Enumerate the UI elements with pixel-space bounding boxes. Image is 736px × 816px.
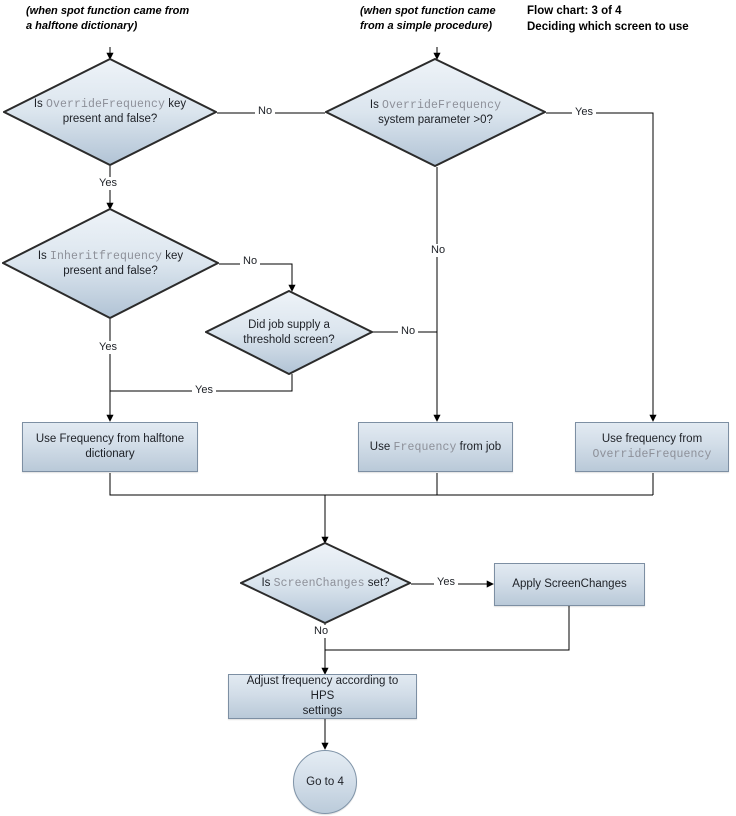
caption-left: (when spot function came from a halftone… bbox=[26, 5, 190, 32]
label-prefix: Use bbox=[369, 440, 394, 453]
label-code: OverrideFrequency bbox=[592, 448, 712, 461]
decision-override-frequency-key[interactable]: Is OverrideFrequency key present and fal… bbox=[3, 58, 217, 166]
edge-label-d1-no: No bbox=[255, 105, 276, 118]
label-suffix: set? bbox=[364, 576, 390, 589]
label-suffix: key bbox=[165, 98, 187, 110]
decision-label: Is Inheritfrequency key present and fals… bbox=[2, 249, 219, 279]
label-line1: Adjust frequency according to HPS bbox=[246, 675, 399, 702]
label-code: OverrideFrequency bbox=[46, 98, 166, 111]
terminator-label: Go to 4 bbox=[306, 776, 344, 788]
diamond-shape bbox=[240, 542, 411, 624]
page-title-line2: Deciding which screen to use bbox=[527, 21, 689, 33]
decision-label: Is OverrideFrequency key present and fal… bbox=[3, 97, 217, 127]
process-label: Adjust frequency according to HPS settin… bbox=[229, 674, 416, 719]
decision-inherit-frequency-key[interactable]: Is Inheritfrequency key present and fals… bbox=[2, 208, 219, 319]
label-prefix: Is bbox=[33, 98, 46, 110]
edge-label-d2-yes: Yes bbox=[572, 106, 596, 119]
edge-label-d4-yes: Yes bbox=[192, 384, 216, 397]
label-line2: dictionary bbox=[85, 448, 135, 460]
label-line1: Use frequency from bbox=[601, 433, 703, 445]
process-use-halftone-dictionary[interactable]: Use Frequency from halftone dictionary bbox=[22, 422, 198, 472]
label-prefix: Is bbox=[369, 98, 383, 111]
diamond-shape bbox=[205, 290, 373, 375]
diamond-shape bbox=[325, 58, 546, 167]
process-label: Use Frequency from job bbox=[362, 440, 509, 455]
process-adjust-frequency-hps[interactable]: Adjust frequency according to HPS settin… bbox=[228, 674, 417, 719]
label-line2: threshold screen? bbox=[243, 333, 335, 346]
label-code: Frequency bbox=[393, 440, 457, 454]
label-prefix: Is bbox=[261, 576, 274, 589]
edge-label-d3-no: No bbox=[240, 255, 261, 268]
label-line2: present and false? bbox=[63, 264, 158, 277]
terminator-go-to-4[interactable]: Go to 4 bbox=[293, 750, 357, 814]
decision-label: Is ScreenChanges set? bbox=[240, 576, 411, 591]
caption-right: (when spot function came from a simple p… bbox=[360, 5, 496, 32]
decision-override-frequency-sysparam[interactable]: Is OverrideFrequency system parameter >0… bbox=[325, 58, 546, 167]
label-code: Inheritfrequency bbox=[50, 249, 163, 263]
process-use-frequency-from-job[interactable]: Use Frequency from job bbox=[358, 422, 513, 472]
decision-screenchanges-set[interactable]: Is ScreenChanges set? bbox=[240, 542, 411, 624]
process-use-override-frequency[interactable]: Use frequency from OverrideFrequency bbox=[575, 422, 729, 472]
edge-label-d3-yes: Yes bbox=[96, 341, 120, 354]
wire-bus-left bbox=[109, 473, 653, 496]
label-line1: Use Frequency from halftone bbox=[35, 433, 185, 445]
diamond-shape bbox=[3, 58, 217, 166]
page-title-line1: Flow chart: 3 of 4 bbox=[527, 5, 622, 17]
label-line1: Did job supply a bbox=[248, 318, 330, 331]
edge-label-sc-yes: Yes bbox=[434, 576, 458, 589]
wire-d2-yes-to-override bbox=[546, 112, 657, 422]
decision-label: Did job supply a threshold screen? bbox=[205, 318, 373, 348]
decision-threshold-screen[interactable]: Did job supply a threshold screen? bbox=[205, 290, 373, 375]
label-line2: system parameter >0? bbox=[378, 113, 493, 126]
process-label: Apply ScreenChanges bbox=[512, 578, 627, 590]
process-label: Use frequency from OverrideFrequency bbox=[584, 432, 719, 462]
label-suffix: key bbox=[162, 249, 184, 262]
edge-label-d2-no: No bbox=[428, 244, 449, 257]
edge-label-sc-no: No bbox=[311, 625, 332, 638]
process-apply-screenchanges[interactable]: Apply ScreenChanges bbox=[494, 563, 645, 606]
label-suffix: from job bbox=[456, 440, 502, 453]
diamond-shape bbox=[2, 208, 219, 319]
process-label: Use Frequency from halftone dictionary bbox=[28, 432, 192, 462]
edge-label-d4-no: No bbox=[398, 325, 419, 338]
label-line2: settings bbox=[302, 705, 343, 717]
label-prefix: Is bbox=[37, 249, 50, 262]
edge-label-d1-yes: Yes bbox=[96, 177, 120, 190]
label-code: ScreenChanges bbox=[273, 576, 365, 590]
decision-label: Is OverrideFrequency system parameter >0… bbox=[325, 98, 546, 128]
label-code: OverrideFrequency bbox=[382, 98, 502, 112]
label-line2: present and false? bbox=[62, 113, 158, 125]
